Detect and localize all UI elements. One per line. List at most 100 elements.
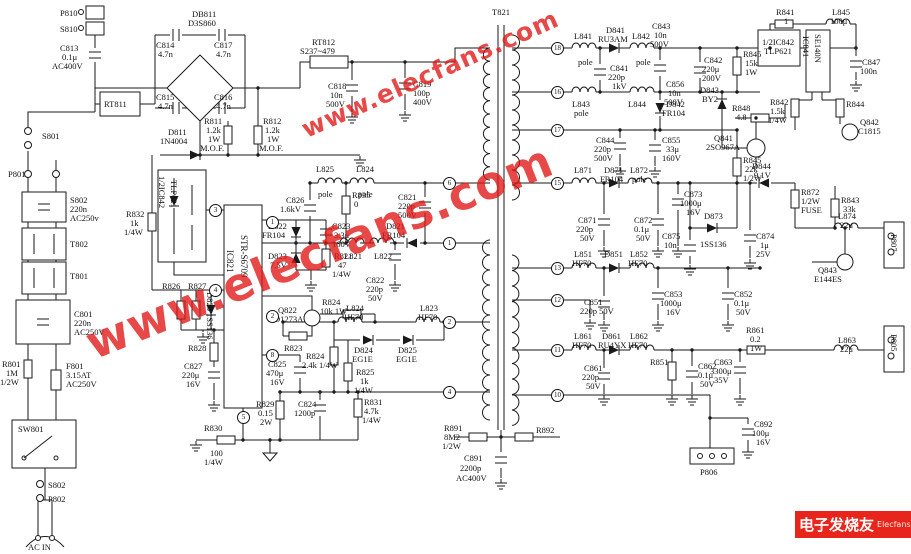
component-label: L874	[838, 211, 856, 221]
component-label: Q841	[714, 133, 733, 143]
component-label: S802	[48, 480, 66, 490]
component-label: 3.15AT	[66, 370, 92, 380]
component-label: L843	[572, 99, 590, 109]
component-label: R801	[2, 359, 21, 369]
pin-number: 18	[551, 42, 564, 55]
component-label: 100μ	[830, 16, 848, 26]
component-label: HF70	[572, 340, 592, 350]
component-label: R828	[188, 343, 207, 353]
component-label: 2W	[260, 417, 273, 427]
component-label: 0.1μ	[62, 52, 78, 62]
component-label: AC400V	[456, 473, 487, 483]
pin-number: 17	[551, 124, 564, 137]
component-label: M.O.F.	[200, 143, 225, 153]
component-label: L822	[374, 251, 392, 261]
component-label: 50V	[736, 307, 751, 317]
component-label: C873	[684, 189, 703, 199]
component-label: C875	[662, 231, 681, 241]
component-label: SW801	[18, 424, 44, 434]
component-label: 220p	[608, 72, 625, 82]
component-label: F801	[66, 361, 84, 371]
component-label: L861	[574, 331, 592, 341]
component-label: 33k	[843, 204, 856, 214]
component-label: 500V	[594, 153, 613, 163]
component-label: T802	[70, 239, 88, 249]
component-label: 100n	[860, 66, 877, 76]
component-label: R841	[776, 7, 795, 17]
component-label: 1200p	[294, 408, 316, 418]
component-label: 1W	[750, 343, 763, 353]
component-label: 220μ	[702, 64, 720, 74]
component-label: C827	[184, 361, 203, 371]
component-label: 4.7n	[216, 101, 231, 111]
component-label: 500V	[326, 99, 345, 109]
component-label: FUSE	[801, 205, 822, 215]
component-label: 0.1μ	[734, 298, 750, 308]
component-label: 10k 1W	[320, 306, 348, 316]
component-label: D823	[268, 251, 287, 261]
component-label: R843	[841, 195, 860, 205]
component-label: C855	[662, 135, 681, 145]
component-label: C853	[664, 289, 683, 299]
pin-number: 4	[443, 386, 456, 399]
component-label: L862	[630, 331, 648, 341]
component-label: P802	[48, 494, 66, 504]
component-label: R848	[732, 103, 751, 113]
component-label: 1.2k	[265, 125, 280, 135]
component-label: T821	[492, 7, 510, 17]
component-label: 220n	[70, 204, 87, 214]
component-label: 35V	[714, 375, 729, 385]
component-label: D824	[354, 345, 373, 355]
component-label: L872	[630, 165, 648, 175]
component-label: D825	[398, 345, 417, 355]
component-label: 1k	[130, 218, 139, 228]
component-label: 22μ	[840, 220, 854, 230]
component-label: 400V	[413, 97, 432, 107]
pin-number: 1	[266, 216, 279, 229]
component-label: R835	[352, 190, 371, 200]
component-label: 1000μ	[680, 198, 702, 208]
component-label: R845	[743, 49, 762, 59]
component-label: 16V	[686, 207, 701, 217]
component-label: C816	[214, 92, 233, 102]
component-label: R829	[256, 399, 275, 409]
component-label: M.O.F.	[259, 143, 284, 153]
pin-number: 13	[551, 262, 564, 275]
component-label: C1815	[858, 126, 881, 136]
component-label: D842	[666, 99, 685, 109]
component-label: E144ES	[814, 274, 842, 284]
component-label: IC841	[801, 36, 811, 58]
component-label: L841	[574, 31, 592, 41]
component-label: C874	[756, 231, 775, 241]
component-label: 1W	[208, 134, 221, 144]
component-label: 200V	[702, 73, 721, 83]
pin-number: 10	[551, 389, 564, 402]
component-label: Q842	[860, 117, 879, 127]
component-label: R823	[284, 343, 303, 353]
component-label: 0.15	[258, 408, 273, 418]
pin-number: 16	[551, 86, 564, 99]
component-label: C851	[584, 297, 603, 307]
component-label: 1.6kV	[280, 204, 302, 214]
component-label: 1	[784, 16, 789, 26]
component-label: 16V	[270, 377, 285, 387]
component-label: EG1E	[352, 354, 373, 364]
component-label: 10n	[664, 240, 677, 250]
component-label: L821	[344, 251, 362, 261]
component-label: R845	[743, 155, 762, 165]
component-label: R861	[746, 325, 765, 335]
component-label: 9.1V	[754, 170, 771, 180]
component-label: 2SO967A	[706, 142, 741, 152]
component-label: P801	[8, 169, 26, 179]
component-label: 10n	[330, 90, 343, 100]
component-label: P807	[889, 234, 899, 252]
pin-number: 2	[443, 316, 456, 329]
component-label: Q822	[278, 305, 297, 315]
component-label: TLP621	[764, 46, 792, 56]
pin-number: 12	[551, 294, 564, 307]
component-label: R830	[204, 423, 223, 433]
component-label: 10n	[654, 30, 667, 40]
component-label: 33μ	[666, 144, 680, 154]
component-label: C823	[332, 221, 351, 231]
component-label: 1/2W	[743, 173, 762, 183]
